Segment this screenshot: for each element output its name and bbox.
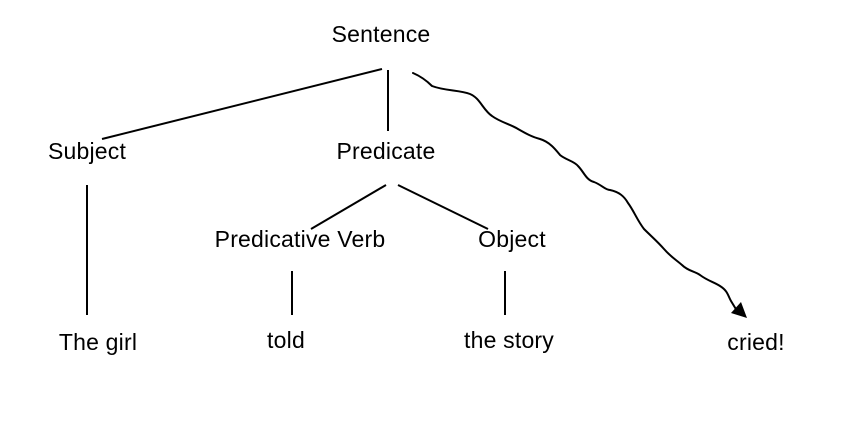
node-the-girl: The girl — [58, 329, 138, 355]
node-object: Object — [478, 226, 546, 252]
edge-sentence-subject — [101, 68, 383, 140]
wavy-arrow-sentence-cried — [412, 72, 739, 314]
node-cried: cried! — [727, 329, 785, 355]
node-predicative-verb: Predicative Verb — [214, 226, 386, 252]
edge-predicate-object — [397, 184, 489, 230]
node-subject: Subject — [47, 138, 127, 164]
edge-predicate-predicative-verb — [310, 184, 387, 230]
node-the-story: the story — [463, 327, 555, 353]
node-sentence: Sentence — [331, 21, 431, 47]
node-told: told — [267, 327, 305, 353]
arrowhead-icon — [731, 302, 747, 318]
node-predicate: Predicate — [336, 138, 436, 164]
